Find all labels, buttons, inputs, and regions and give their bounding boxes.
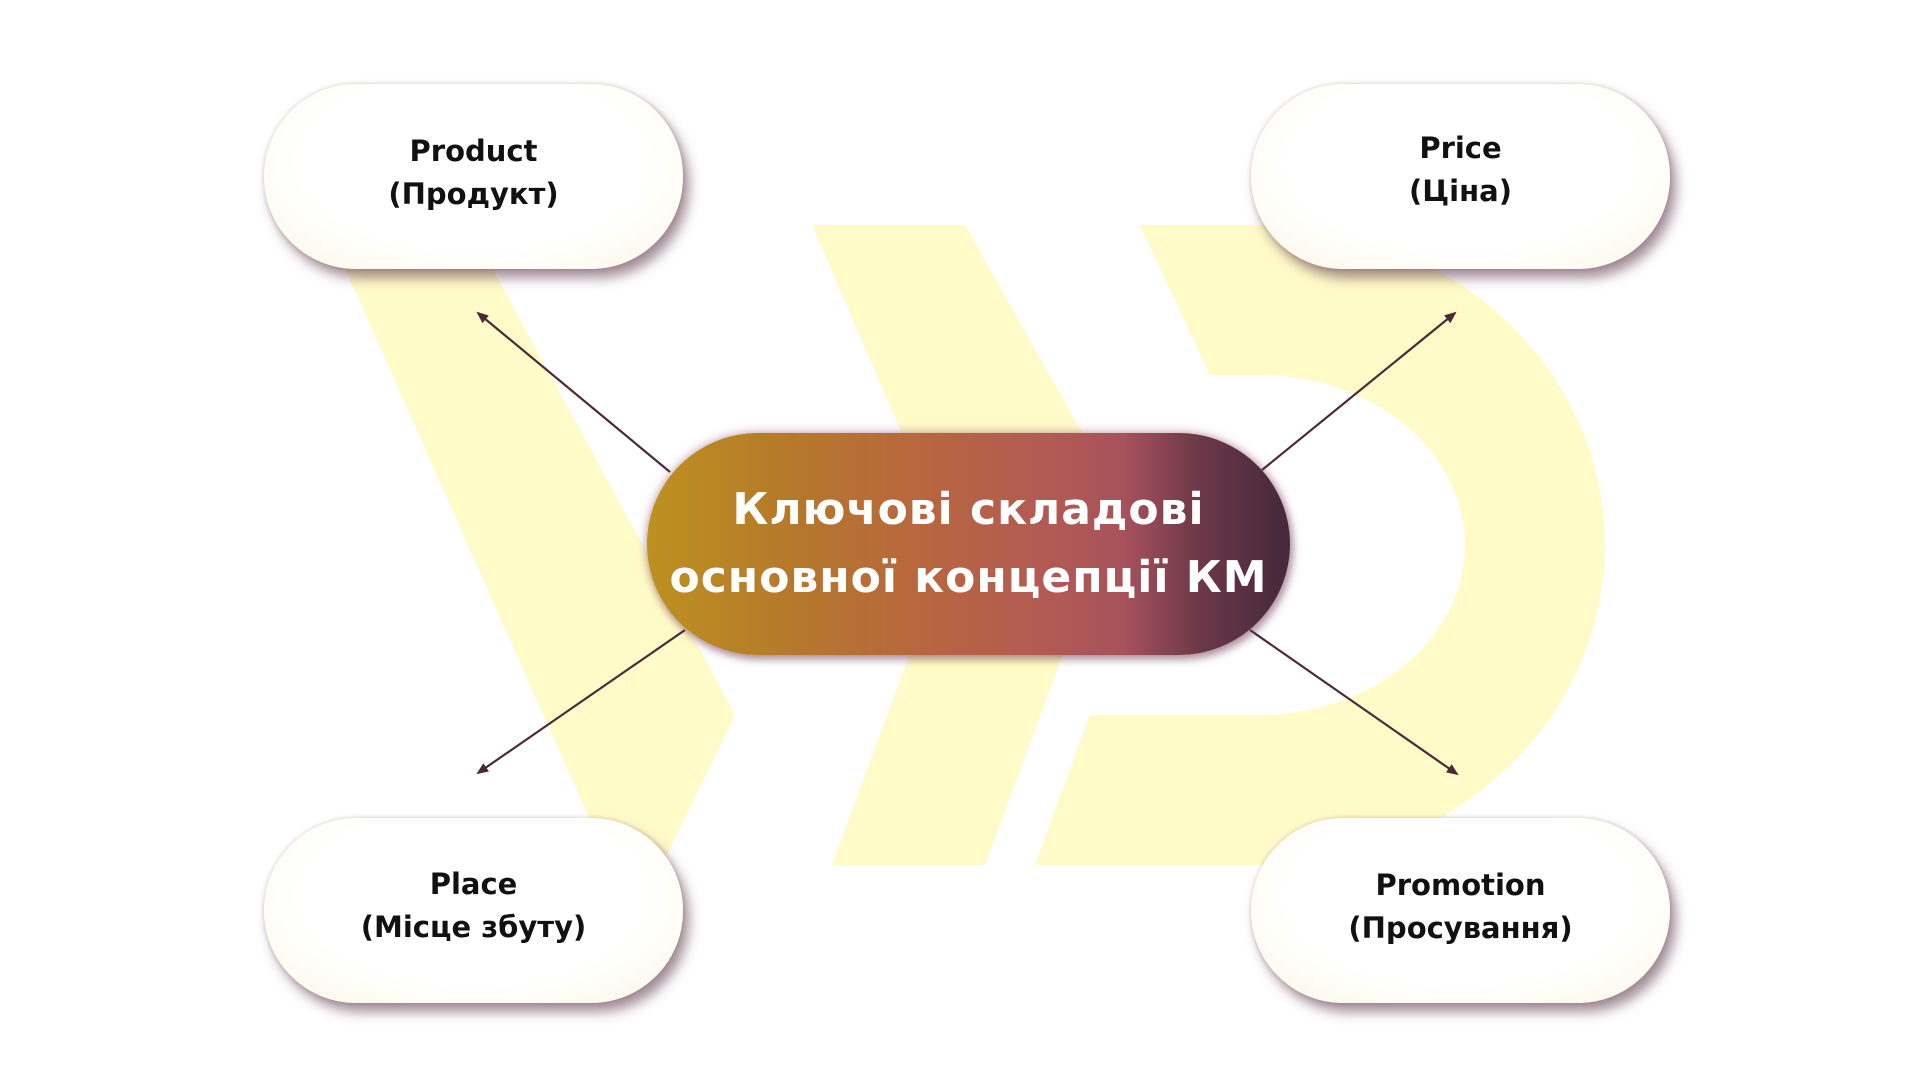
central-concept-line1: Ключові складові [732,484,1205,535]
place-node: Place (Місце збуту) [264,818,683,1003]
place-label-ua: (Місце збуту) [360,909,587,944]
promotion-node: Promotion (Просування) [1251,818,1670,1003]
price-label-ua: (Ціна) [1409,173,1512,208]
price-node: Price (Ціна) [1251,84,1670,269]
promotion-label-ua: (Просування) [1348,910,1573,945]
arrow-to-price [1261,311,1457,471]
arrow-to-place [476,629,686,775]
product-node: Product (Продукт) [264,84,683,269]
central-concept-line2: основної концепції КМ [669,552,1268,603]
price-label-en: Price [1419,130,1502,165]
arrow-to-promotion [1249,629,1459,776]
product-label-en: Product [409,133,538,168]
central-concept-node: Ключові складові основної концепції КМ [647,433,1290,655]
place-label-en: Place [429,866,518,901]
product-label-ua: (Продукт) [388,176,559,211]
watermark-d-ring [1035,225,1605,865]
arrow-to-product [476,311,671,473]
watermark-left-bar [345,268,735,865]
promotion-label-en: Promotion [1375,867,1546,902]
